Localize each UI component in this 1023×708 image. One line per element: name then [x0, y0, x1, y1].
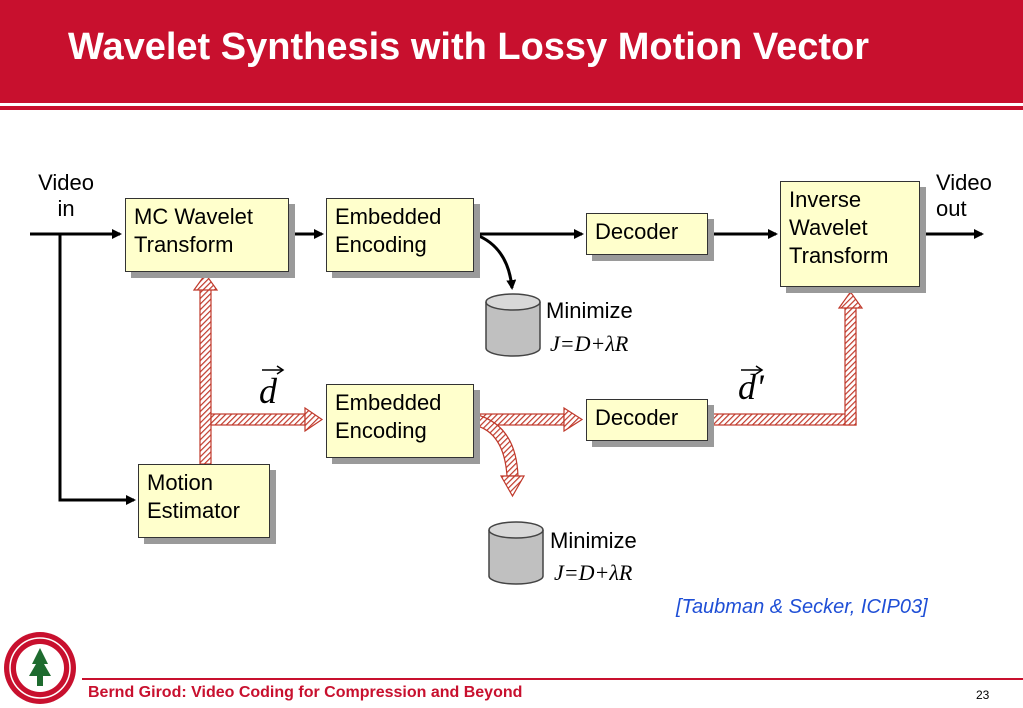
mv-to-inverse-arrowhead	[837, 290, 864, 309]
slide-title: Wavelet Synthesis with Lossy Motion Vect…	[68, 26, 869, 68]
mv-vertical-bar	[199, 287, 212, 465]
embedded-top-line-1: Embedded	[335, 204, 442, 229]
decoder-bottom-box: Decoder	[586, 399, 708, 441]
footer-text: Bernd Girod: Video Coding for Compressio…	[88, 684, 523, 701]
vector-d-prime-label: d'	[738, 367, 764, 407]
storage-cylinder-top	[485, 293, 541, 357]
mv-up-arrowhead	[192, 272, 219, 291]
video-in-line-2: in	[57, 196, 75, 221]
motion-estimator-line-2: Estimator	[147, 498, 240, 523]
mv-decoder-to-inverse-horizontal	[707, 413, 857, 426]
vector-arrow-d-prime	[741, 365, 764, 375]
embedded-bottom-line-1: Embedded	[335, 390, 442, 415]
page-number: 23	[976, 688, 990, 702]
mv-to-encoder-arrowhead	[304, 406, 324, 433]
embedded-encoding-top-box: Embedded Encoding	[326, 198, 474, 272]
mv-to-storage-arrowhead	[499, 475, 526, 498]
mv-decoder-to-inverse-vertical	[844, 305, 857, 426]
mc-wavelet-transform-box: MC Wavelet Transform	[125, 198, 289, 272]
motion-estimator-line-1: Motion	[147, 470, 214, 495]
title-bar	[0, 0, 1023, 103]
video-in-line-1: Video	[38, 170, 94, 195]
equation-top: J=D+λR	[550, 331, 629, 356]
video-out-line-2: out	[936, 196, 967, 221]
decoder-top-label: Decoder	[595, 219, 679, 244]
equation-bottom: J=D+λR	[554, 560, 633, 585]
signal-lines	[30, 229, 984, 505]
decoder-bottom-label: Decoder	[595, 405, 679, 430]
footer-rule	[82, 678, 1023, 680]
inverse-wavelet-transform-box: Inverse Wavelet Transform	[780, 181, 920, 287]
title-underline	[0, 106, 1023, 110]
inverse-line-1: Inverse	[789, 187, 862, 212]
inverse-line-2: Wavelet	[789, 215, 868, 240]
motion-vector-paths	[192, 272, 864, 498]
mv-horizontal-to-encoder	[210, 413, 306, 426]
mv-to-decoder-arrowhead	[563, 406, 584, 433]
vector-d-label: d	[259, 371, 277, 411]
vector-arrow-d	[262, 365, 285, 375]
university-seal-icon	[4, 632, 76, 704]
inverse-line-3: Transform	[789, 243, 889, 268]
video-out-line-1: Video	[936, 170, 992, 195]
embedded-encoding-bottom-box: Embedded Encoding	[326, 384, 474, 458]
embedded-to-storage-top-curve	[473, 232, 517, 290]
video-in-label: Video in	[32, 170, 100, 222]
video-out-label: Video out	[936, 170, 992, 222]
citation: [Taubman & Secker, ICIP03]	[676, 596, 928, 618]
decoder-top-box: Decoder	[586, 213, 708, 255]
embedded-top-line-2: Encoding	[335, 232, 427, 257]
minimize-bottom-label: Minimize	[550, 528, 637, 553]
motion-estimator-box: Motion Estimator	[138, 464, 270, 538]
storage-cylinder-bottom	[488, 521, 544, 585]
minimize-top-label: Minimize	[546, 298, 633, 323]
embedded-bottom-line-2: Encoding	[335, 418, 427, 443]
mc-wavelet-line-1: MC Wavelet	[134, 204, 253, 229]
input-to-motion-estimator-line	[58, 234, 136, 505]
mc-wavelet-line-2: Transform	[134, 232, 234, 257]
